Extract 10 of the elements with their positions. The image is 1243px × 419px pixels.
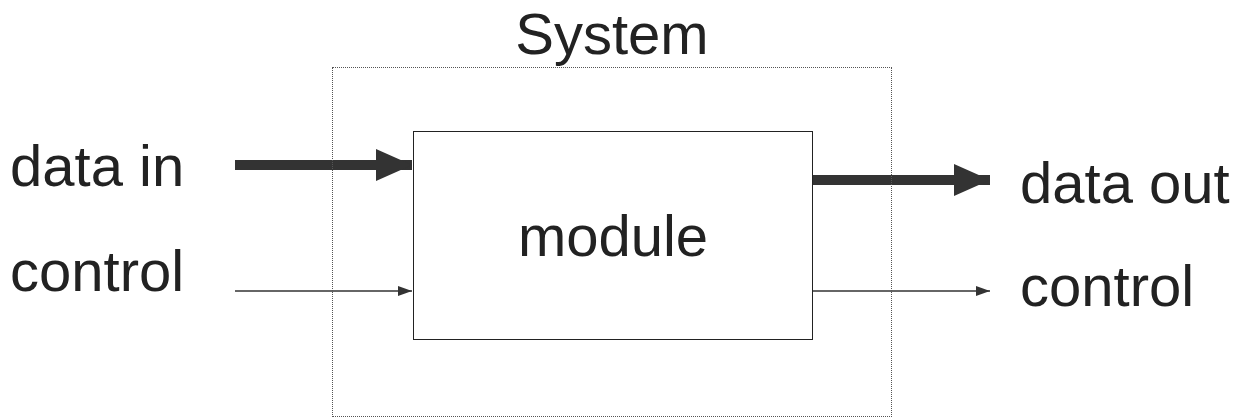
arrow [812, 164, 990, 196]
arrow [811, 286, 991, 296]
signal-label: control [990, 255, 1230, 315]
signal-label: control [10, 240, 235, 300]
arrow [235, 149, 412, 181]
signal-label: data in [10, 135, 235, 195]
system-title: System [514, 2, 710, 66]
module-box: module [413, 131, 813, 340]
arrow [234, 286, 413, 296]
signal-label: data out [990, 152, 1230, 212]
